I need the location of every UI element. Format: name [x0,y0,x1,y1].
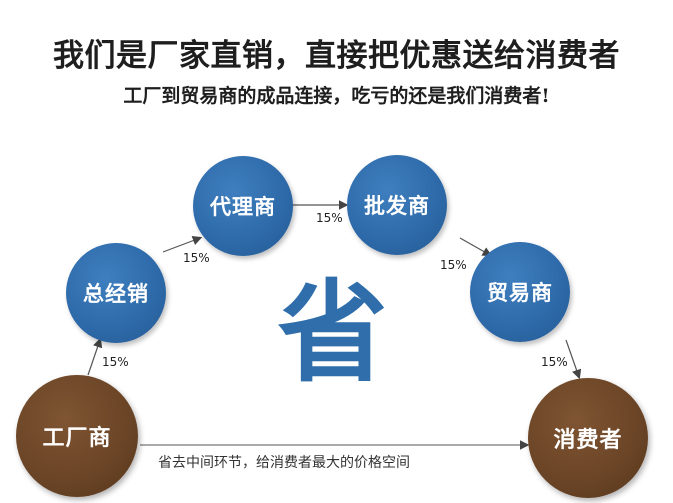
node-general-distributor: 总经销 [66,243,166,343]
node-factory: 工厂商 [16,375,138,497]
markup-factory-to-general: 15% [102,355,129,369]
subheadline: 工厂到贸易商的成品连接，吃亏的还是我们消费者! [123,85,550,107]
arrow-general-to-agent [162,236,203,253]
node-wholesaler: 批发商 [347,155,447,255]
markup-general-to-agent: 15% [183,251,210,265]
arrow-wholesaler-to-trader [459,237,493,257]
node-trader: 贸易商 [470,242,570,342]
markup-trader-to-consumer: 15% [541,355,568,369]
markup-agent-to-wholesaler: 15% [316,211,343,225]
arrow-factory-to-general [87,337,103,376]
bottom-caption: 省去中间环节，给消费者最大的价格空间 [158,455,410,471]
node-agent: 代理商 [193,156,293,256]
node-consumer: 消费者 [528,378,648,498]
headline: 我们是厂家直销，直接把优惠送给消费者 [53,38,620,74]
arrow-trader-to-consumer [565,339,582,380]
markup-wholesaler-to-trader: 15% [440,258,467,272]
save-character: 省 [277,268,388,397]
